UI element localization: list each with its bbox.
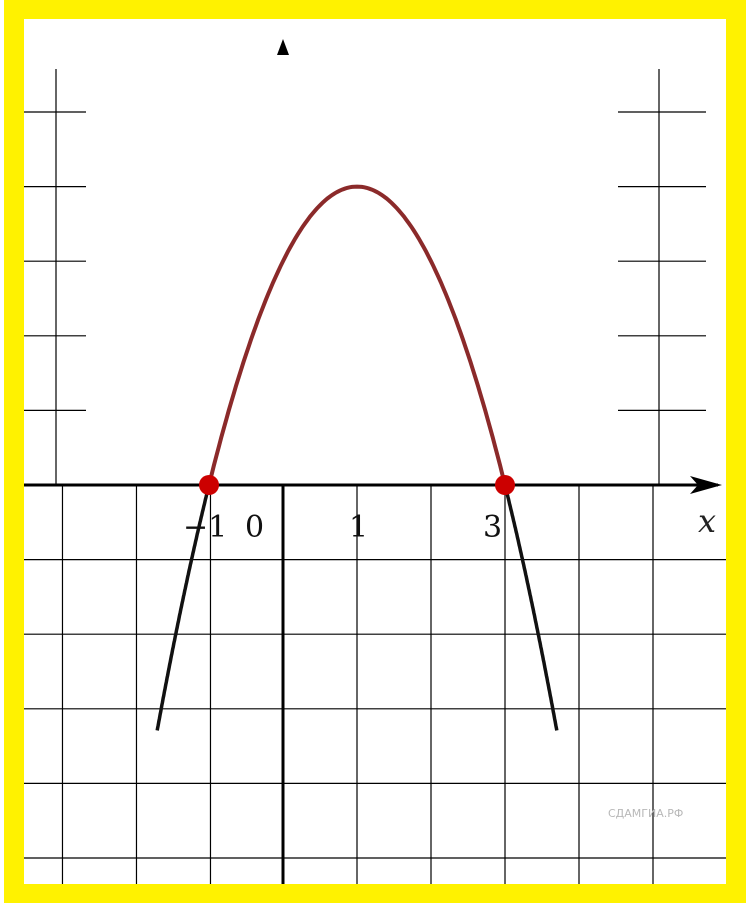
curve-negative-left [155,484,211,731]
grid [24,69,726,884]
y-axis-arrow [277,39,289,55]
tick-labels: −1 0 1 3 [183,510,502,545]
root-points [199,475,515,495]
x-axis-arrow [690,476,722,494]
yellow-border [4,0,746,903]
x-axis-label: x [698,502,716,540]
x-tick-label: 0 [245,510,264,545]
root-marker [199,475,219,495]
x-tick-label: 3 [483,510,502,545]
curve-positive-part [207,184,507,486]
curve-negative-right [503,484,559,731]
curve [155,184,559,731]
x-tick-label: −1 [183,510,227,545]
root-marker [495,475,515,495]
axes [24,39,722,884]
x-tick-label: 1 [349,510,368,545]
watermark-text: СДАМГИА.РФ [608,807,683,820]
